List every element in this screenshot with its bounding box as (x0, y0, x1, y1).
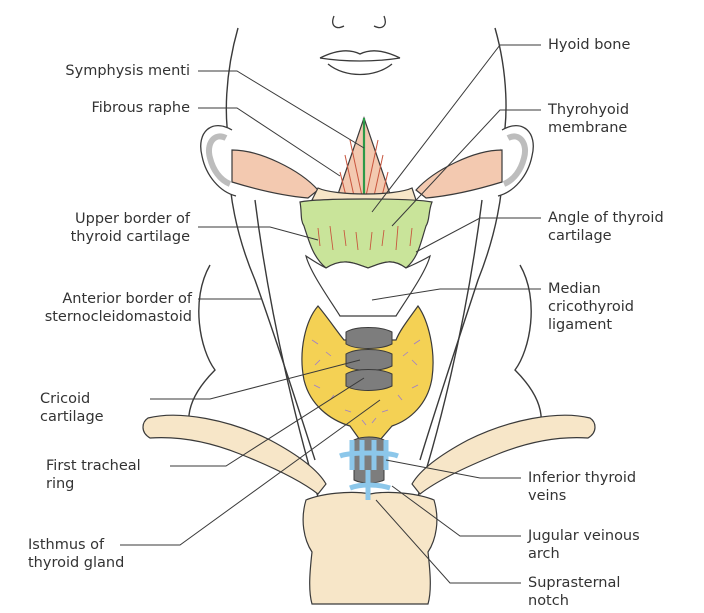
label-inferior-thyroid-veins: Inferior thyroid veins (528, 469, 698, 505)
label-upper-border-thyroid-cartilage: Upper border of thyroid cartilage (20, 210, 190, 246)
label-hyoid-bone: Hyoid bone (548, 36, 698, 54)
leader-upper-border (198, 227, 318, 240)
label-cricoid-cartilage: Cricoid cartilage (40, 390, 164, 426)
label-anterior-border-sternocleidomastoid: Anterior border of sternocleidomastoid (0, 290, 192, 326)
label-suprasternal-notch: Suprasternal notch (528, 574, 698, 610)
label-isthmus-thyroid-gland: Isthmus of thyroid gland (28, 536, 128, 572)
label-thyrohyoid-membrane: Thyrohyoid membrane (548, 101, 698, 137)
manubrium (303, 492, 437, 604)
label-symphysis-menti: Symphysis menti (20, 62, 190, 80)
label-first-tracheal-ring: First tracheal ring (46, 457, 190, 493)
label-median-cricothyroid-ligament: Median cricothyroid ligament (548, 280, 698, 334)
nose-and-lips (320, 16, 400, 75)
suprahyoid-muscles (232, 118, 502, 200)
label-jugular-veinous-arch: Jugular veinous arch (528, 527, 698, 563)
label-fibrous-raphe: Fibrous raphe (20, 99, 190, 117)
label-angle-thyroid-cartilage: Angle of thyroid cartilage (548, 209, 698, 245)
thyroid-cartilage (300, 199, 432, 268)
